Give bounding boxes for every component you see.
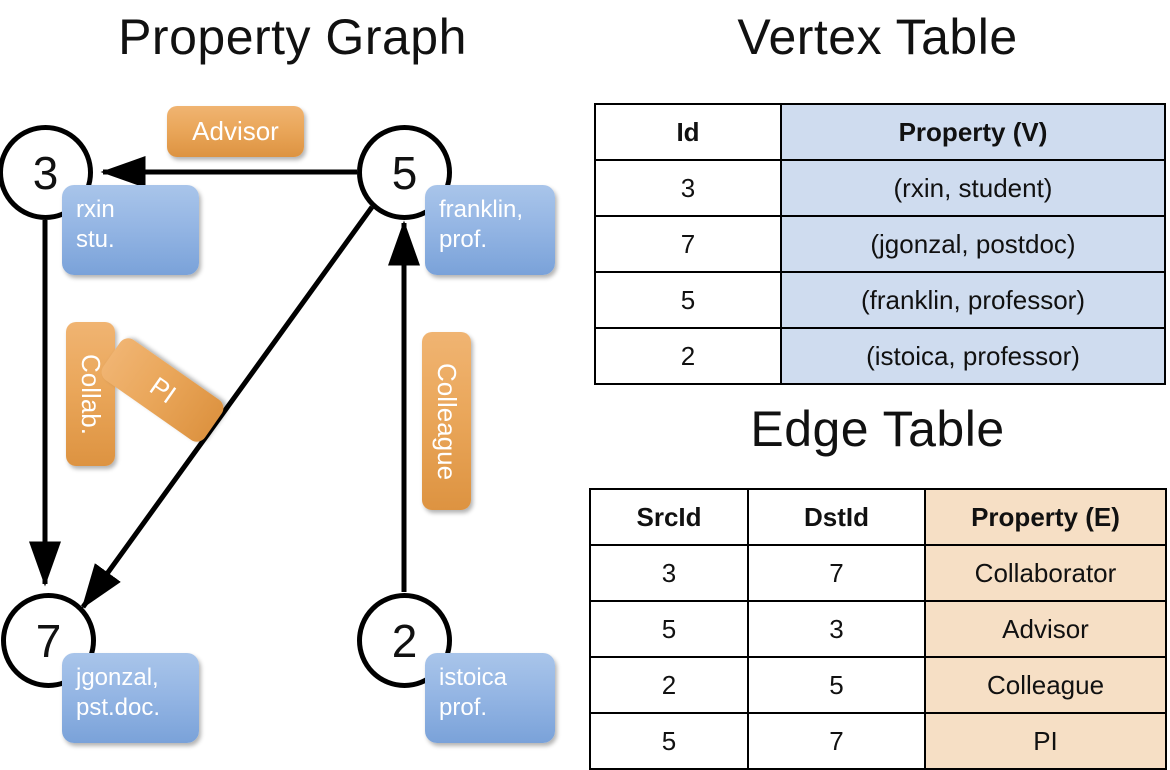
edge-table-col-prop: Property (E)	[924, 488, 1167, 546]
node-property-box-istoica[interactable]: istoica prof.	[425, 653, 555, 743]
node-property-line1: istoica	[439, 664, 508, 691]
node-property-box-rxin[interactable]: rxin stu.	[62, 185, 199, 275]
table-row[interactable]: 3 7 Collaborator	[589, 544, 1167, 602]
edge-label-pi-text: PI	[144, 370, 182, 409]
edge-cell-src: 5	[589, 600, 749, 658]
vertex-table: Id Property (V) 3 (rxin, student) 7 (jgo…	[594, 103, 1166, 385]
edge-label-collab-text: Collab.	[76, 353, 106, 435]
edge-label-collab[interactable]: Collab.	[66, 322, 115, 466]
node-property-line1: rxin	[76, 196, 115, 223]
vertex-cell-prop: (franklin, professor)	[780, 271, 1166, 329]
vertex-cell-prop: (istoica, professor)	[780, 327, 1166, 385]
node-property-box-jgonzal[interactable]: jgonzal, pst.doc.	[62, 653, 199, 743]
edge-table-header-row: SrcId DstId Property (E)	[589, 488, 1167, 546]
graph-node-5-label: 5	[391, 146, 418, 199]
page-title-property-graph: Property Graph	[118, 9, 467, 65]
edge-cell-dst: 5	[747, 656, 926, 714]
edge-cell-src: 3	[589, 544, 749, 602]
edge-cell-dst: 3	[747, 600, 926, 658]
edge-label-advisor[interactable]: Advisor	[167, 106, 304, 157]
edge-cell-dst: 7	[747, 544, 926, 602]
edge-cell-src: 5	[589, 712, 749, 770]
table-row[interactable]: 2 (istoica, professor)	[594, 327, 1166, 385]
edge-cell-dst: 7	[747, 712, 926, 770]
edge-label-advisor-text: Advisor	[192, 116, 279, 146]
vertex-table-col-id: Id	[594, 103, 782, 161]
edge-table: SrcId DstId Property (E) 3 7 Collaborato…	[589, 488, 1167, 770]
vertex-cell-prop: (jgonzal, postdoc)	[780, 215, 1166, 273]
node-property-line2: stu.	[76, 226, 115, 253]
vertex-cell-id: 2	[594, 327, 782, 385]
edge-cell-prop: PI	[924, 712, 1167, 770]
table-row[interactable]: 7 (jgonzal, postdoc)	[594, 215, 1166, 273]
graph-edges-canvas	[29, 156, 420, 610]
node-property-line2: prof.	[439, 226, 488, 253]
edge-label-colleague[interactable]: Colleague	[422, 332, 471, 510]
graph-node-2[interactable]: 2	[357, 593, 452, 688]
node-property-box-franklin[interactable]: franklin, prof.	[425, 185, 555, 275]
edge-cell-src: 2	[589, 656, 749, 714]
table-row[interactable]: 5 (franklin, professor)	[594, 271, 1166, 329]
graph-node-5[interactable]: 5	[357, 125, 452, 220]
node-property-line1: franklin,	[439, 196, 524, 223]
vertex-table-col-prop: Property (V)	[780, 103, 1166, 161]
table-row[interactable]: 2 5 Colleague	[589, 656, 1167, 714]
edge-table-col-srcid: SrcId	[589, 488, 749, 546]
edge-cell-prop: Colleague	[924, 656, 1167, 714]
vertex-cell-prop: (rxin, student)	[780, 159, 1166, 217]
node-property-line1: jgonzal,	[76, 664, 159, 691]
table-row[interactable]: 3 (rxin, student)	[594, 159, 1166, 217]
page-title-vertex-table: Vertex Table	[737, 9, 1018, 65]
edge-cell-prop: Collaborator	[924, 544, 1167, 602]
vertex-cell-id: 3	[594, 159, 782, 217]
node-property-line2: prof.	[439, 694, 488, 721]
graph-node-3-label: 3	[32, 146, 59, 199]
edge-table-col-dstid: DstId	[747, 488, 926, 546]
vertex-table-header-row: Id Property (V)	[594, 103, 1166, 161]
graph-node-2-label: 2	[391, 614, 418, 667]
vertex-cell-id: 7	[594, 215, 782, 273]
graph-node-7-label: 7	[35, 614, 62, 667]
edge-5-to-7	[80, 205, 375, 610]
edge-label-colleague-text: Colleague	[432, 362, 462, 480]
table-row[interactable]: 5 3 Advisor	[589, 600, 1167, 658]
page-title-edge-table: Edge Table	[750, 401, 1005, 457]
node-property-line2: pst.doc.	[76, 694, 161, 721]
table-row[interactable]: 5 7 PI	[589, 712, 1167, 770]
vertex-cell-id: 5	[594, 271, 782, 329]
edge-cell-prop: Advisor	[924, 600, 1167, 658]
